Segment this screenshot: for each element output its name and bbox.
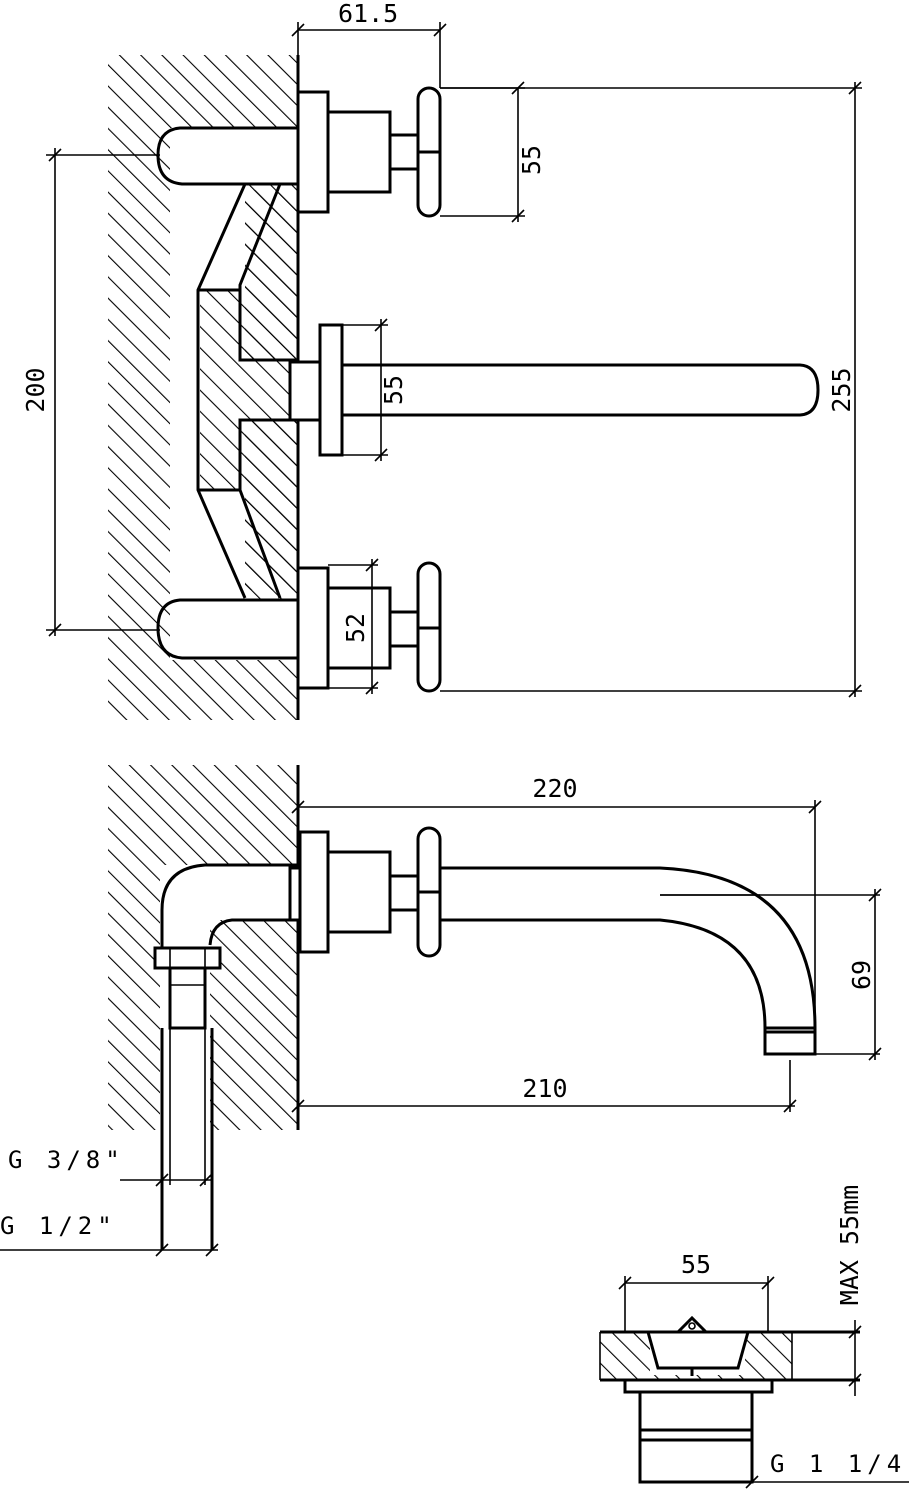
- thread-outer-label: G 1/2": [0, 1212, 117, 1240]
- bottom-valve: [296, 561, 442, 693]
- dim-spout-height: 69: [847, 960, 876, 990]
- dim-drain-width: 55: [681, 1250, 711, 1279]
- dim-handle-top: 55: [517, 145, 546, 175]
- max-thickness-label: MAX 55mm: [835, 1185, 864, 1305]
- wall-hatch-side: [108, 765, 300, 1130]
- side-view: 220 69 210 G 3/8" G 1/2": [0, 765, 882, 1257]
- drain-body: [623, 1315, 774, 1484]
- dim-total-height: 255: [827, 367, 856, 412]
- wall-hatch-front: [108, 55, 300, 720]
- top-valve: [296, 86, 442, 218]
- dim-spout-projection: 210: [522, 1074, 567, 1103]
- dim-center-distance: 200: [21, 367, 50, 412]
- side-dimensions: 220 69 210 G 3/8" G 1/2": [0, 774, 882, 1257]
- dim-handle-bottom: 52: [341, 613, 370, 643]
- drain-dimensions: 55 MAX 55mm G 1 1/4": [618, 1185, 909, 1489]
- drain-view: 55 MAX 55mm G 1 1/4": [599, 1185, 909, 1489]
- dim-spout-flange: 55: [379, 375, 408, 405]
- thread-inner-label: G 3/8": [8, 1146, 125, 1174]
- spout-front: [288, 323, 820, 457]
- dim-width-top: 61.5: [338, 0, 398, 28]
- basin-hatch: [599, 1330, 860, 1382]
- supply-elbow: [153, 863, 298, 1250]
- front-view: 61.5 55 255 200: [21, 0, 862, 720]
- front-dimensions: 61.5 55 255 200: [21, 0, 862, 698]
- spout-side: [288, 826, 817, 1056]
- dim-overall-projection: 220: [532, 774, 577, 803]
- drain-thread-label: G 1 1/4": [770, 1450, 909, 1478]
